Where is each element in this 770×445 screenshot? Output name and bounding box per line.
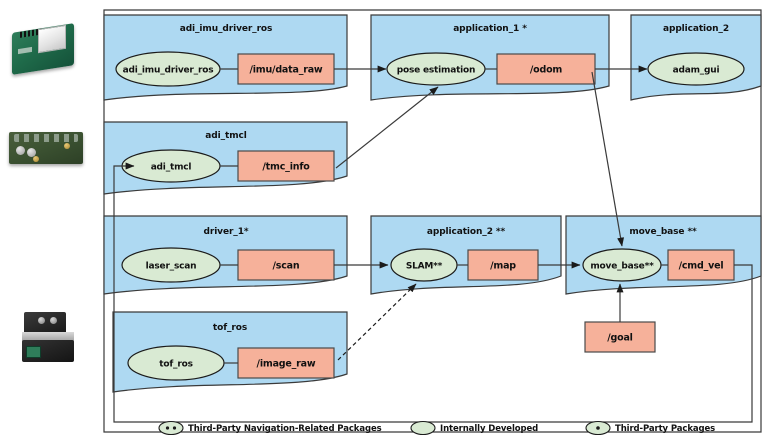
node-label: adi_tmcl bbox=[151, 163, 192, 173]
node-ellipse[interactable] bbox=[647, 52, 745, 86]
package-tof_ros[interactable]: tof_ros tof_ros /image_raw bbox=[112, 311, 348, 393]
topic-label: /tmc_info bbox=[262, 162, 310, 173]
topic-label: /odom bbox=[530, 65, 563, 76]
package-title: adi_tmcl bbox=[205, 131, 246, 141]
legend-item-internally-developed: Internally Developed bbox=[410, 420, 538, 436]
topic-box[interactable] bbox=[237, 249, 335, 281]
package-title: adi_imu_driver_ros bbox=[180, 24, 273, 34]
package-application_2-gui[interactable]: application_2 adam_gui bbox=[630, 14, 762, 101]
package-title: application_2 ** bbox=[427, 227, 506, 237]
edge-imageraw-to-slam-dashed bbox=[337, 283, 417, 361]
time-of-flight-camera bbox=[10, 306, 84, 368]
node-label: laser_scan bbox=[146, 262, 197, 272]
motor-controller-board bbox=[6, 126, 86, 170]
legend-label: Third-Party Packages bbox=[615, 424, 715, 434]
package-title: driver_1* bbox=[204, 227, 249, 237]
topic-box[interactable] bbox=[467, 249, 539, 281]
legend-item-third-party: Third-Party Packages bbox=[585, 420, 715, 436]
package-title: move_base ** bbox=[629, 227, 697, 237]
legend-dot-icon bbox=[172, 426, 177, 430]
ellipse-two-dots-icon bbox=[158, 420, 184, 436]
package-title: application_1 * bbox=[453, 24, 527, 34]
topic-label: /goal bbox=[607, 333, 632, 344]
package-application_2-slam[interactable]: application_2 ** SLAM** /map bbox=[370, 215, 562, 295]
topic-label: /map bbox=[490, 261, 516, 272]
topic-label: /imu/data_raw bbox=[249, 65, 322, 76]
legend-label: Internally Developed bbox=[440, 424, 538, 434]
node-label: move_base** bbox=[590, 262, 654, 272]
legend-dot-icon bbox=[165, 426, 170, 430]
legend: Third-Party Navigation-Related Packages … bbox=[158, 420, 715, 436]
package-move_base[interactable]: move_base ** move_base** /cmd_vel bbox=[565, 215, 762, 295]
edge-cmdvel-feedback-to-tmcl bbox=[113, 162, 753, 423]
package-adi_tmcl[interactable]: adi_tmcl adi_tmcl /tmc_info bbox=[103, 121, 348, 195]
legend-dot-icon bbox=[596, 426, 600, 430]
standalone-topic-goal[interactable]: /goal bbox=[584, 321, 656, 353]
topic-label: /image_raw bbox=[257, 359, 316, 370]
topic-box[interactable] bbox=[584, 321, 656, 353]
package-title: tof_ros bbox=[213, 323, 247, 333]
package-adi_imu_driver_ros[interactable]: adi_imu_driver_ros adi_imu_driver_ros /i… bbox=[103, 14, 348, 101]
node-label: tof_ros bbox=[159, 360, 192, 370]
legend-item-third-party-nav: Third-Party Navigation-Related Packages bbox=[158, 420, 382, 436]
package-title: application_2 bbox=[663, 24, 729, 34]
legend-label: Third-Party Navigation-Related Packages bbox=[188, 424, 382, 434]
node-label: adi_imu_driver_ros bbox=[123, 66, 214, 76]
topic-box[interactable] bbox=[496, 53, 596, 85]
node-label: SLAM** bbox=[406, 262, 443, 272]
package-driver_1[interactable]: driver_1* laser_scan /scan bbox=[103, 215, 348, 295]
edge-odom-to-movebase bbox=[591, 71, 625, 247]
ellipse-plain-icon bbox=[410, 420, 436, 436]
node-label: adam_gui bbox=[673, 66, 720, 76]
package-application_1[interactable]: application_1 * pose estimation /odom bbox=[370, 14, 610, 101]
node-label: pose estimation bbox=[397, 66, 476, 76]
topic-box[interactable] bbox=[667, 249, 735, 281]
edge-tmcinfo-to-pose bbox=[335, 86, 439, 169]
topic-label: /cmd_vel bbox=[679, 261, 724, 272]
topic-label: /scan bbox=[273, 261, 300, 272]
